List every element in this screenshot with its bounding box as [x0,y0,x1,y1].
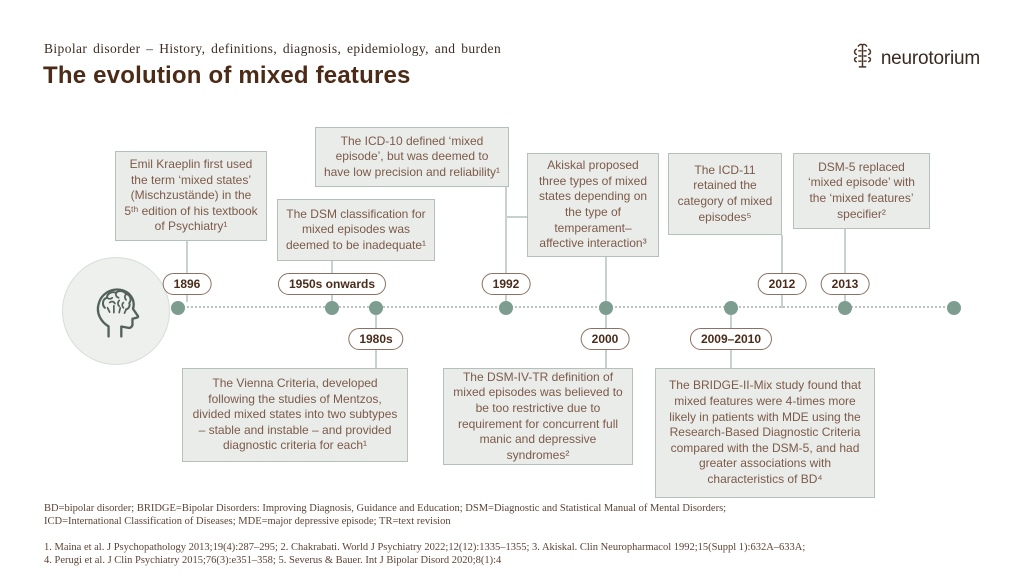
year-pill-1896: 1896 [162,273,212,295]
timeline-dot-1950s [325,301,339,315]
event-box-vienna-criteria: The Vienna Criteria, developed following… [182,368,408,462]
connector-1896-dot [186,295,188,302]
connector-akiskal-2000-dot [605,257,607,302]
connector-2012-line [781,295,783,308]
year-pill-2012: 2012 [757,273,807,295]
head-brain-icon [62,257,170,365]
connector-icd11-2012 [781,235,783,273]
connector-1950s-dot [331,295,333,302]
event-box-kraeplin: Emil Kraeplin first used the term ‘mixed… [115,151,267,241]
breadcrumb-subtitle: Bipolar disorder – History, definitions,… [44,41,502,56]
year-pill-1950s-onwards: 1950s onwards [277,273,387,295]
connector-dot-2009 [730,315,732,328]
event-box-dsm-classification: The DSM classification for mixed episode… [277,199,435,261]
timeline-dot-1896 [171,301,185,315]
connector-dsm-1950s [331,261,333,274]
connector-2013-dot [844,295,846,302]
event-box-icd11: The ICD-11 retained the category of mixe… [668,153,782,235]
connector-1992-dot [505,295,507,302]
connector-2009-bridge [730,350,732,368]
abbreviations-line-2: ICD=International Classification of Dise… [44,516,451,527]
connector-2000-dsmivtr [605,350,607,368]
connector-1980s-vienna [375,350,377,368]
connector-icd10-1992 [505,187,507,274]
neurotorium-brain-icon [849,42,876,75]
event-box-akiskal: Akiskal proposed three types of mixed st… [527,153,659,257]
connector-dot-1980s [375,315,377,328]
connector-dsm5-2013 [844,229,846,273]
timeline-dot-1992 [499,301,513,315]
timeline-dot-1980s [369,301,383,315]
references-footnote: 1. Maina et al. J Psychopathology 2013;1… [44,541,964,567]
connector-dot-2000 [605,315,607,328]
abbreviations-line-1: BD=bipolar disorder; BRIDGE=Bipolar Diso… [44,503,727,514]
timeline-dot-end [947,301,961,315]
references-line-1: 1. Maina et al. J Psychopathology 2013;1… [44,542,806,553]
timeline-dot-2009 [724,301,738,315]
references-line-2: 4. Perugi et al. J Clin Psychiatry 2015;… [44,555,502,566]
event-box-bridge-ii-mix: The BRIDGE-II-Mix study found that mixed… [655,368,875,498]
year-pill-1992: 1992 [481,273,531,295]
timeline-dot-2000 [599,301,613,315]
event-box-dsm5: DSM-5 replaced ‘mixed episode’ with the … [793,153,930,229]
year-pill-2013: 2013 [820,273,870,295]
year-pill-2000: 2000 [580,328,630,350]
event-box-icd10: The ICD-10 defined ‘mixed episode’, but … [315,127,509,187]
neurotorium-logo: neurotorium [849,42,980,75]
connector-kraeplin-1896 [186,241,188,273]
event-box-dsm-iv-tr: The DSM-IV-TR definition of mixed episod… [443,368,633,465]
timeline-dot-2013 [838,301,852,315]
abbreviations-footnote: BD=bipolar disorder; BRIDGE=Bipolar Diso… [44,502,944,528]
year-pill-2009-2010: 2009–2010 [689,328,773,350]
page-title: The evolution of mixed features [43,62,411,89]
timeline-axis [96,306,960,308]
year-pill-1980s: 1980s [348,328,404,350]
logo-wordmark: neurotorium [880,47,980,69]
connector-akiskal-elbow [505,216,528,218]
